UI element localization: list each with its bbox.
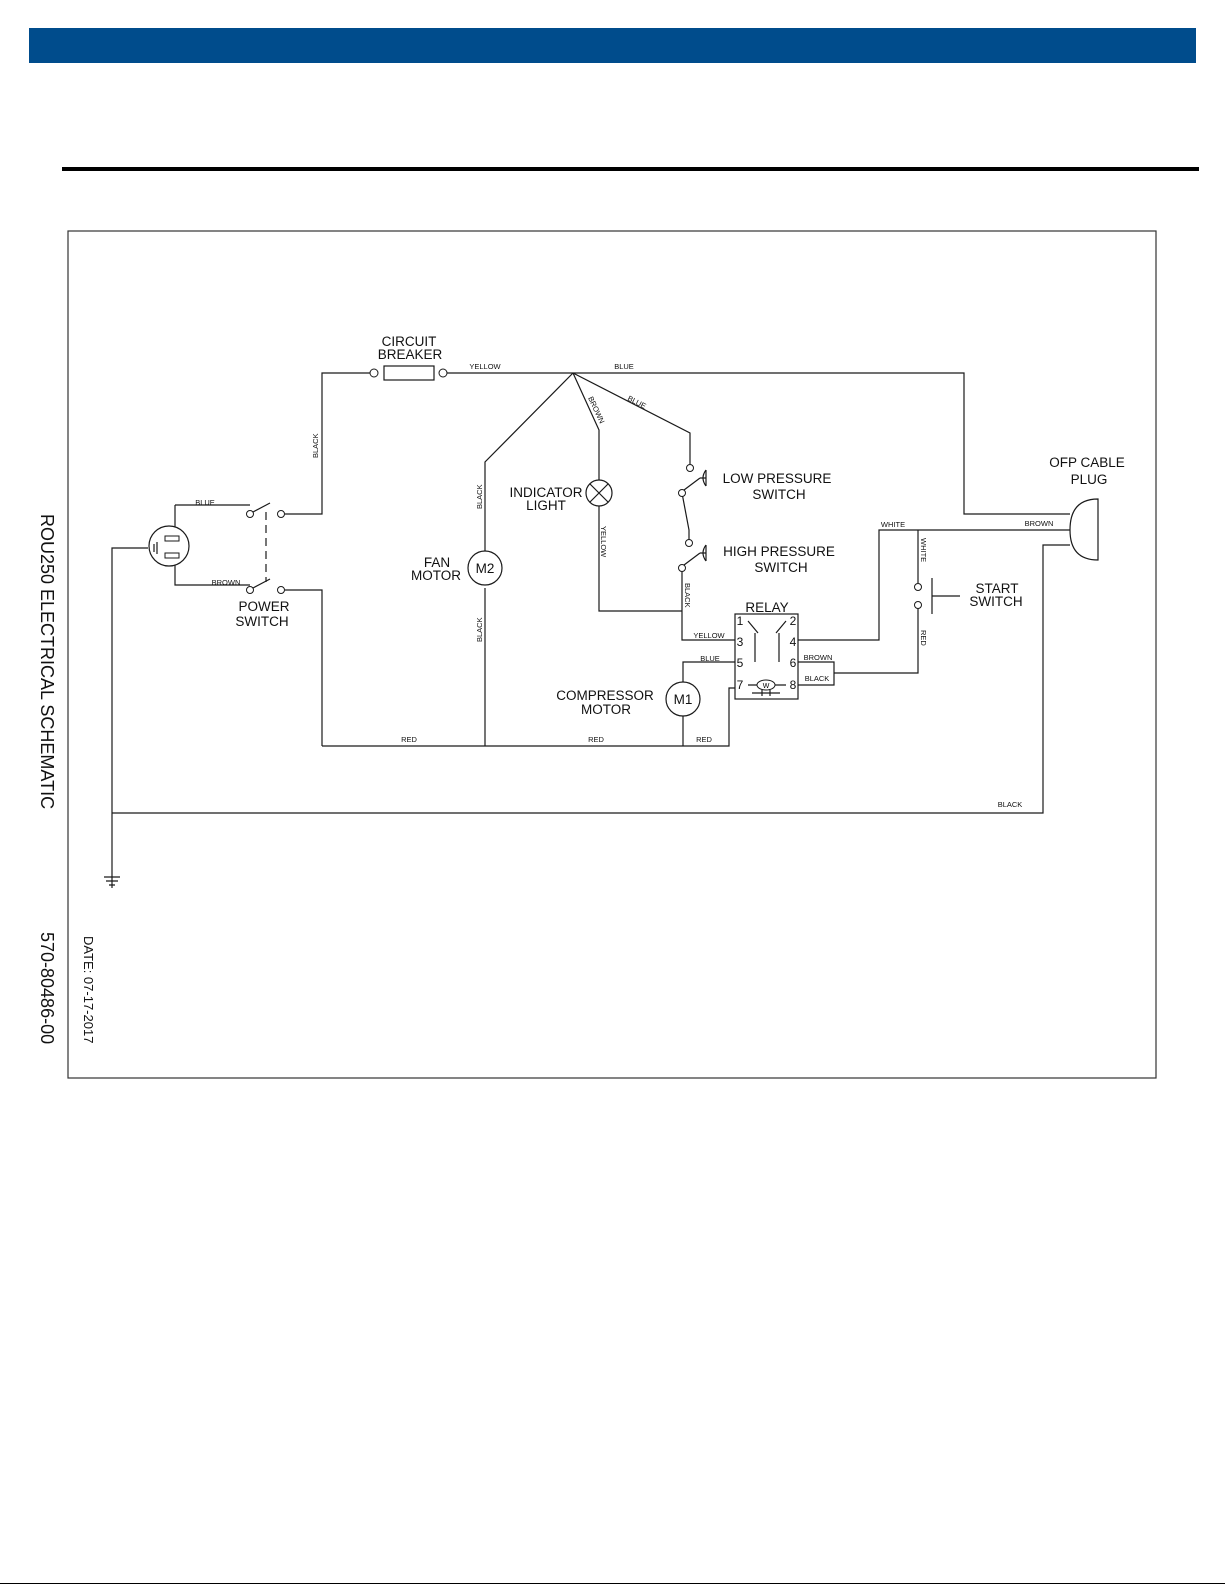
fan-motor-label-2: MOTOR [411, 568, 461, 583]
wire-label-yellow-relay: YELLOW [693, 631, 725, 640]
revision-date: DATE: 07-17-2017 [81, 936, 96, 1043]
wire-label-blue-diag: BLUE [626, 394, 648, 411]
wire-label-red-1: RED [401, 735, 417, 744]
fan-motor-label-1: FAN [424, 555, 450, 570]
wire-label-black-hps: BLACK [683, 583, 692, 608]
ofp-cable-plug-label-1: OFP CABLE [1049, 455, 1125, 470]
wire-label-brown-top: BROWN [1025, 519, 1054, 528]
wire-label-black-fan-bottom: BLACK [475, 617, 484, 642]
wire-label-white-vert: WHITE [919, 538, 928, 562]
high-pressure-switch-label-1: HIGH PRESSURE [723, 544, 835, 559]
footer-rule [0, 1583, 1225, 1584]
compressor-motor-id: M1 [674, 692, 693, 707]
relay-label: RELAY [745, 600, 788, 615]
wire-label-red-3: RED [696, 735, 712, 744]
low-pressure-switch-label-2: SWITCH [752, 487, 805, 502]
power-switch-label-2: SWITCH [235, 614, 288, 629]
indicator-light-label-1: INDICATOR [509, 485, 582, 500]
start-switch-label-2: SWITCH [969, 594, 1022, 609]
relay-symbol: W [734, 613, 799, 700]
power-switch-label-1: POWER [238, 599, 289, 614]
ofp-cable-plug-label-2: PLUG [1071, 472, 1108, 487]
fan-motor-id: M2 [476, 561, 495, 576]
relay-pin-1: 1 [737, 614, 744, 628]
compressor-motor-label-1: COMPRESSOR [556, 688, 654, 703]
relay-pin-3: 3 [737, 635, 744, 649]
relay-pin-2: 2 [790, 614, 797, 628]
wire-label-blue-top: BLUE [614, 362, 634, 371]
relay-pin-4: 4 [790, 635, 797, 649]
relay-pin-5: 5 [737, 656, 744, 670]
fan-motor-symbol: M2 [467, 550, 503, 586]
wiring [111, 372, 1070, 888]
wire-label-black-fan-top: BLACK [475, 484, 484, 509]
wire-label-black-left: BLACK [311, 433, 320, 458]
start-switch-symbol [914, 578, 960, 614]
svg-text:W: W [763, 683, 770, 690]
relay-pin-8: 8 [790, 678, 797, 692]
header-rule [62, 167, 1199, 171]
wire-label-brown-relay6: BROWN [804, 653, 833, 662]
wire-label-red-vert: RED [919, 630, 928, 646]
ofp-cable-plug-symbol [1069, 498, 1099, 561]
wire-label-white-top: WHITE [881, 520, 905, 529]
indicator-light-symbol [585, 479, 613, 507]
wire-label-black-relay8: BLACK [805, 674, 830, 683]
wire-label-brown-plug: BROWN [212, 578, 241, 587]
power-plug-symbol [148, 525, 190, 567]
wire-label-blue-plug: BLUE [195, 498, 215, 507]
relay-pin-6: 6 [790, 656, 797, 670]
wire-label-yellow-breaker: YELLOW [469, 362, 501, 371]
schematic-frame [67, 230, 1157, 1079]
low-pressure-switch-label-1: LOW PRESSURE [723, 471, 832, 486]
wire-label-red-2: RED [588, 735, 604, 744]
circuit-breaker-label-1: CIRCUIT [382, 334, 437, 349]
wire-label-yellow-indicator: YELLOW [599, 526, 608, 558]
high-pressure-switch-label-2: SWITCH [754, 560, 807, 575]
wire-label-blue-relay5: BLUE [700, 654, 720, 663]
power-switch-symbol [246, 502, 285, 594]
start-switch-label-1: START [975, 581, 1018, 596]
ground-icon [104, 876, 120, 886]
schematic-title: ROU250 ELECTRICAL SCHEMATIC [37, 514, 57, 809]
circuit-breaker-label-2: BREAKER [378, 347, 443, 362]
wire-label-black-bottom: BLACK [998, 800, 1023, 809]
circuit-breaker-symbol [369, 365, 448, 381]
high-pressure-switch-symbol [678, 539, 707, 572]
header-band [29, 28, 1196, 63]
indicator-light-label-2: LIGHT [526, 498, 566, 513]
low-pressure-switch-symbol [678, 464, 707, 497]
relay-pin-7: 7 [737, 678, 744, 692]
compressor-motor-label-2: MOTOR [581, 702, 631, 717]
part-number: 570-80486-00 [37, 932, 57, 1044]
compressor-motor-symbol: M1 [665, 681, 701, 717]
